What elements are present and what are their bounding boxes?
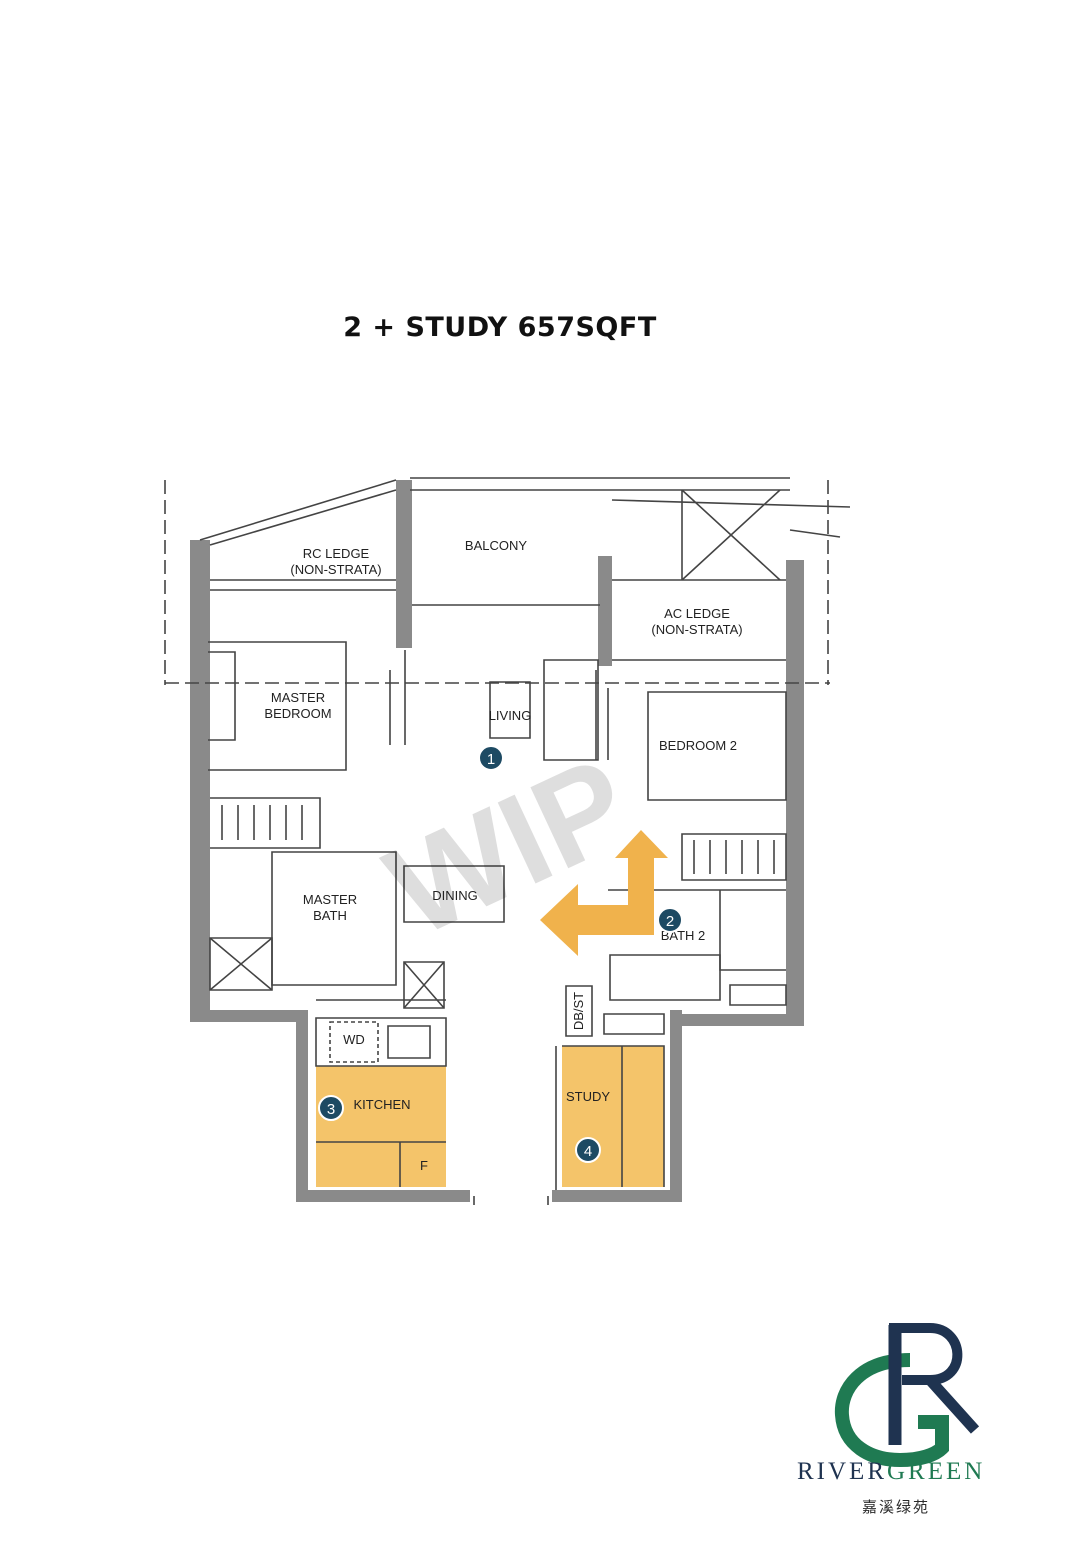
marker-1: 1 <box>478 745 504 771</box>
exterior-walls <box>190 480 804 1202</box>
location-markers: 1 2 3 4 <box>318 745 683 1163</box>
logo-monogram-g <box>834 1353 949 1468</box>
label-ac-ledge: AC LEDGE <box>664 606 730 621</box>
svg-text:1: 1 <box>487 751 495 768</box>
label-rc-ledge-note: (NON-STRATA) <box>290 562 381 577</box>
label-db-st: DB/ST <box>571 992 586 1030</box>
label-fridge: F <box>420 1158 428 1173</box>
floor-plan: WIP RC LEDGE (NON-STRATA) BALCONY AC LED… <box>164 477 851 1205</box>
label-dining: DINING <box>432 888 478 903</box>
label-bedroom-2: BEDROOM 2 <box>659 738 737 753</box>
logo-chinese-name: 嘉溪绿苑 <box>862 1498 931 1516</box>
study-area <box>562 1046 664 1187</box>
page-title: 2 + STUDY 657SQFT <box>343 312 657 343</box>
path-arrows <box>540 830 668 956</box>
label-master-bath-2: BATH <box>313 908 347 923</box>
label-master-bedroom: MASTER <box>271 690 325 705</box>
label-master-bath: MASTER <box>303 892 357 907</box>
rivergreen-logo <box>834 1323 980 1468</box>
svg-text:4: 4 <box>584 1143 592 1160</box>
label-ac-ledge-note: (NON-STRATA) <box>651 622 742 637</box>
svg-text:2: 2 <box>666 913 674 930</box>
logo-wordmark: RIVERGREEN <box>797 1458 1037 1486</box>
label-master-bedroom-2: BEDROOM <box>264 706 331 721</box>
marker-3: 3 <box>318 1095 344 1121</box>
logo-word-green: GREEN <box>887 1458 986 1485</box>
logo-monogram-r <box>888 1323 980 1445</box>
label-kitchen: KITCHEN <box>353 1097 410 1112</box>
plan-linework <box>164 477 851 1205</box>
label-wd: WD <box>343 1032 365 1047</box>
svg-text:3: 3 <box>327 1101 335 1118</box>
label-living: LIVING <box>489 708 532 723</box>
marker-2: 2 <box>657 907 683 933</box>
label-rc-ledge: RC LEDGE <box>303 546 370 561</box>
logo-word-river: RIVER <box>797 1458 887 1485</box>
label-balcony: BALCONY <box>465 538 527 553</box>
marker-4: 4 <box>575 1137 601 1163</box>
label-study: STUDY <box>566 1089 610 1104</box>
kitchen-area <box>316 1066 446 1187</box>
